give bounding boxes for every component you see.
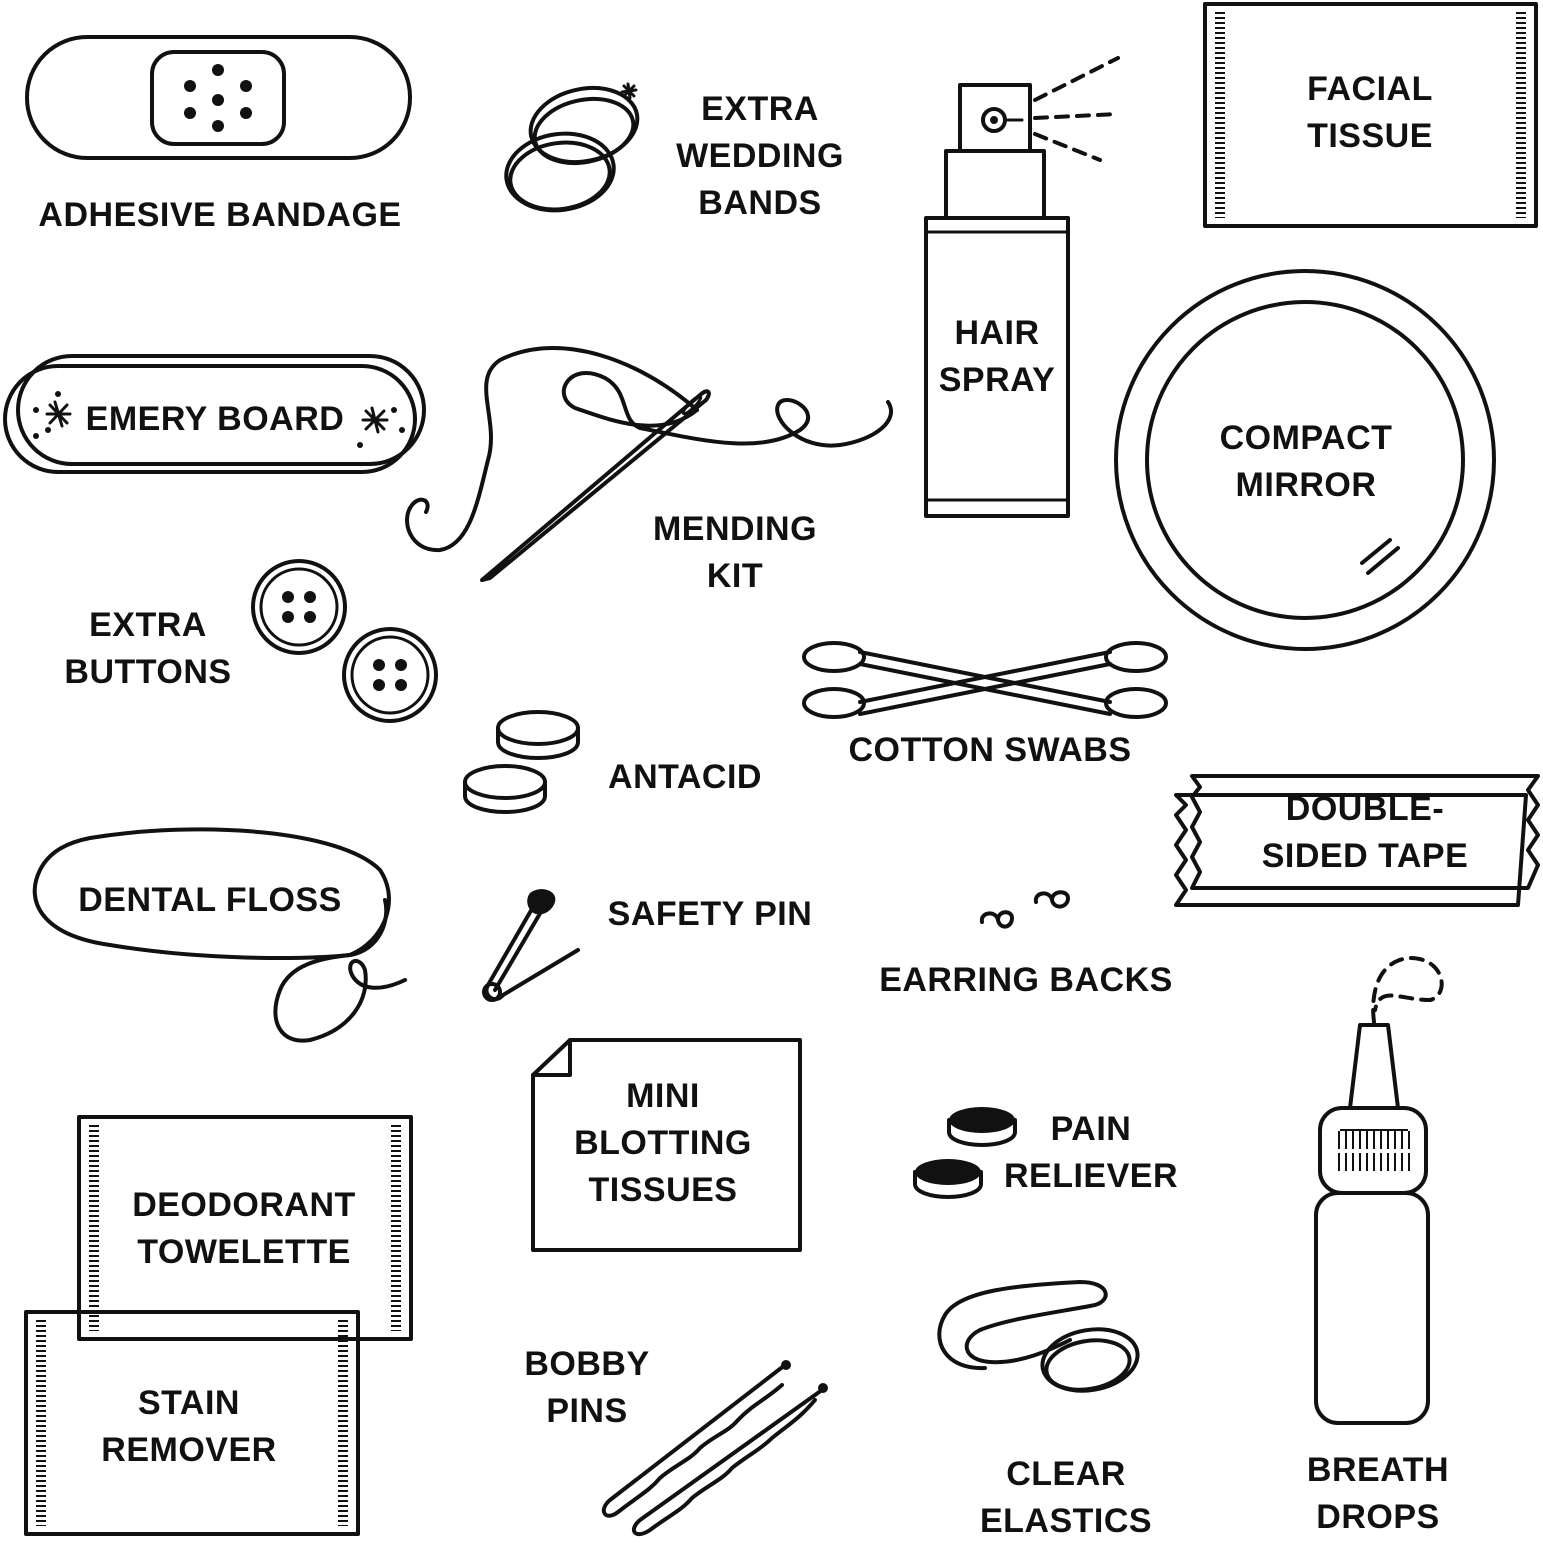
label-adhesive-bandage: ADHESIVE BANDAGE	[38, 196, 402, 234]
needle-thread-icon	[405, 346, 893, 582]
label-cotton-swabs: COTTON SWABS	[848, 731, 1132, 769]
earring-backs-icon	[979, 890, 1070, 929]
dropper-bottle-icon	[1314, 955, 1444, 1425]
wedding-bands-icon	[504, 82, 640, 213]
hair-spray-icon	[924, 56, 1120, 518]
label-safety-pin: SAFETY PIN	[607, 895, 813, 933]
label-emery-board: EMERY BOARD	[85, 400, 345, 438]
facial-tissue-icon	[1203, 2, 1538, 228]
buttons-icon	[251, 559, 438, 723]
adhesive-bandage-icon	[25, 35, 412, 160]
pain-reliever-tablets-icon	[913, 1107, 1017, 1199]
tape-icon	[1174, 774, 1540, 907]
antacid-tablets-icon	[463, 710, 580, 814]
elastics-icon	[937, 1280, 1140, 1393]
compact-mirror-icon	[1114, 269, 1496, 651]
label-double-sided-tape: DOUBLE-SIDED TAPE	[1261, 790, 1469, 875]
blotting-tissues-icon	[531, 1038, 802, 1252]
dental-floss-icon	[32, 827, 407, 1043]
towelette-packet-icon	[77, 1115, 413, 1341]
label-antacid: ANTACID	[608, 758, 762, 796]
stain-remover-packet-icon	[24, 1310, 360, 1536]
bobby-pins-icon	[601, 1360, 828, 1537]
label-earring-backs: EARRING BACKS	[879, 961, 1173, 999]
cotton-swabs-icon	[802, 641, 1168, 719]
label-dental-floss: DENTAL FLOSS	[78, 881, 342, 919]
safety-pin-icon	[482, 889, 580, 1002]
emery-board-icon	[3, 354, 426, 474]
